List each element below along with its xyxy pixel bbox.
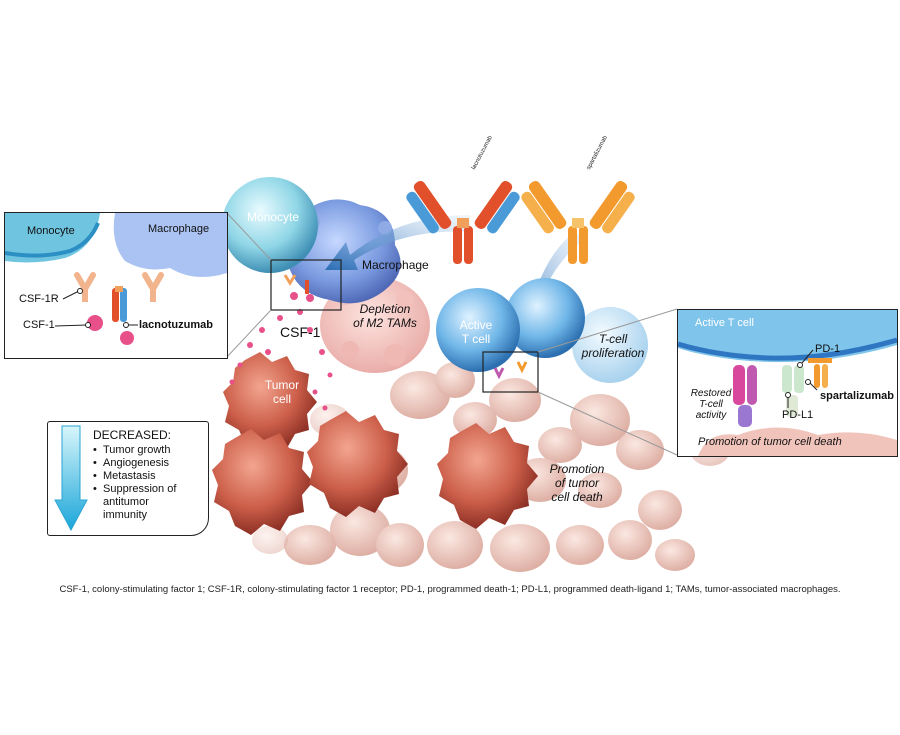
inset-active-t-cell-label: Active T cell	[695, 317, 754, 329]
inset-macrophage-label: Macrophage	[148, 223, 210, 235]
tumor-cells	[212, 352, 538, 535]
inset-monocyte-label: Monocyte	[27, 225, 75, 237]
spartalizumab-inset: Active T cell PD-1 spartalizumab Restore…	[677, 309, 898, 457]
spartalizumab-antibody	[521, 180, 635, 264]
depletion-label: Depletion of M2 TAMs	[353, 302, 417, 330]
left-connector	[225, 211, 272, 261]
tumor-cell-label: Tumor cell	[264, 378, 300, 406]
t-cells	[436, 278, 648, 383]
csf1-label: CSF-1	[280, 324, 321, 340]
tumor-cell	[307, 411, 408, 517]
active-t-cell-label: Active T cell	[459, 318, 493, 346]
footnote: CSF-1, colony-stimulating factor 1; CSF-…	[59, 584, 841, 595]
inset-spartalizumab-label: spartalizumab	[820, 390, 894, 402]
down-arrow-icon	[54, 425, 88, 532]
t-cell-proliferation-label: T-cell proliferation	[581, 332, 645, 360]
inset-pdl1-label: PD-L1	[782, 409, 814, 421]
tumor-cell	[437, 423, 538, 529]
inset-promotion-label: Promotion of tumor cell death	[698, 436, 842, 448]
monocyte-label: Monocyte	[246, 210, 300, 224]
decreased-list: Tumor growth Angiogenesis Metastasis Sup…	[93, 444, 176, 522]
inset-pd1-label: PD-1	[815, 343, 841, 355]
promotion-label: Promotion of tumor cell death	[549, 462, 605, 504]
decreased-title: DECREASED:	[93, 428, 172, 442]
inset-csf1-label: CSF-1	[23, 319, 55, 331]
lacnotuzumab-inset: Monocyte Macrophage CSF-1R CSF-1 lacnotu…	[4, 212, 228, 359]
tumor-cell	[212, 429, 313, 535]
lacnotuzumab-inset-art	[5, 213, 227, 345]
lacnotuzumab-antibody	[406, 180, 520, 264]
list-item: Metastasis	[93, 470, 176, 483]
decreased-box: DECREASED: Tumor growth Angiogenesis Met…	[47, 421, 209, 536]
spartalizumab-inset-art	[678, 310, 897, 456]
left-connector	[225, 309, 272, 359]
list-item: Tumor growth	[93, 444, 176, 457]
inset-restored-label: Restored T-cell activity	[690, 388, 732, 421]
macrophage-zoom-box	[270, 259, 342, 311]
tumor-cell	[223, 352, 317, 452]
zoom-receptors	[283, 274, 528, 380]
monocyte-cell	[222, 177, 318, 273]
inset-lacnotuzumab-label: lacnotuzumab	[139, 319, 213, 331]
list-item: Suppression of antitumor immunity	[93, 483, 176, 522]
right-connector	[537, 391, 678, 456]
t-cell-zoom-box	[482, 351, 539, 393]
list-item: Angiogenesis	[93, 457, 176, 470]
inset-csf1r-label: CSF-1R	[19, 293, 59, 305]
macrophage-label: Macrophage	[362, 258, 429, 272]
right-connector	[537, 308, 678, 353]
